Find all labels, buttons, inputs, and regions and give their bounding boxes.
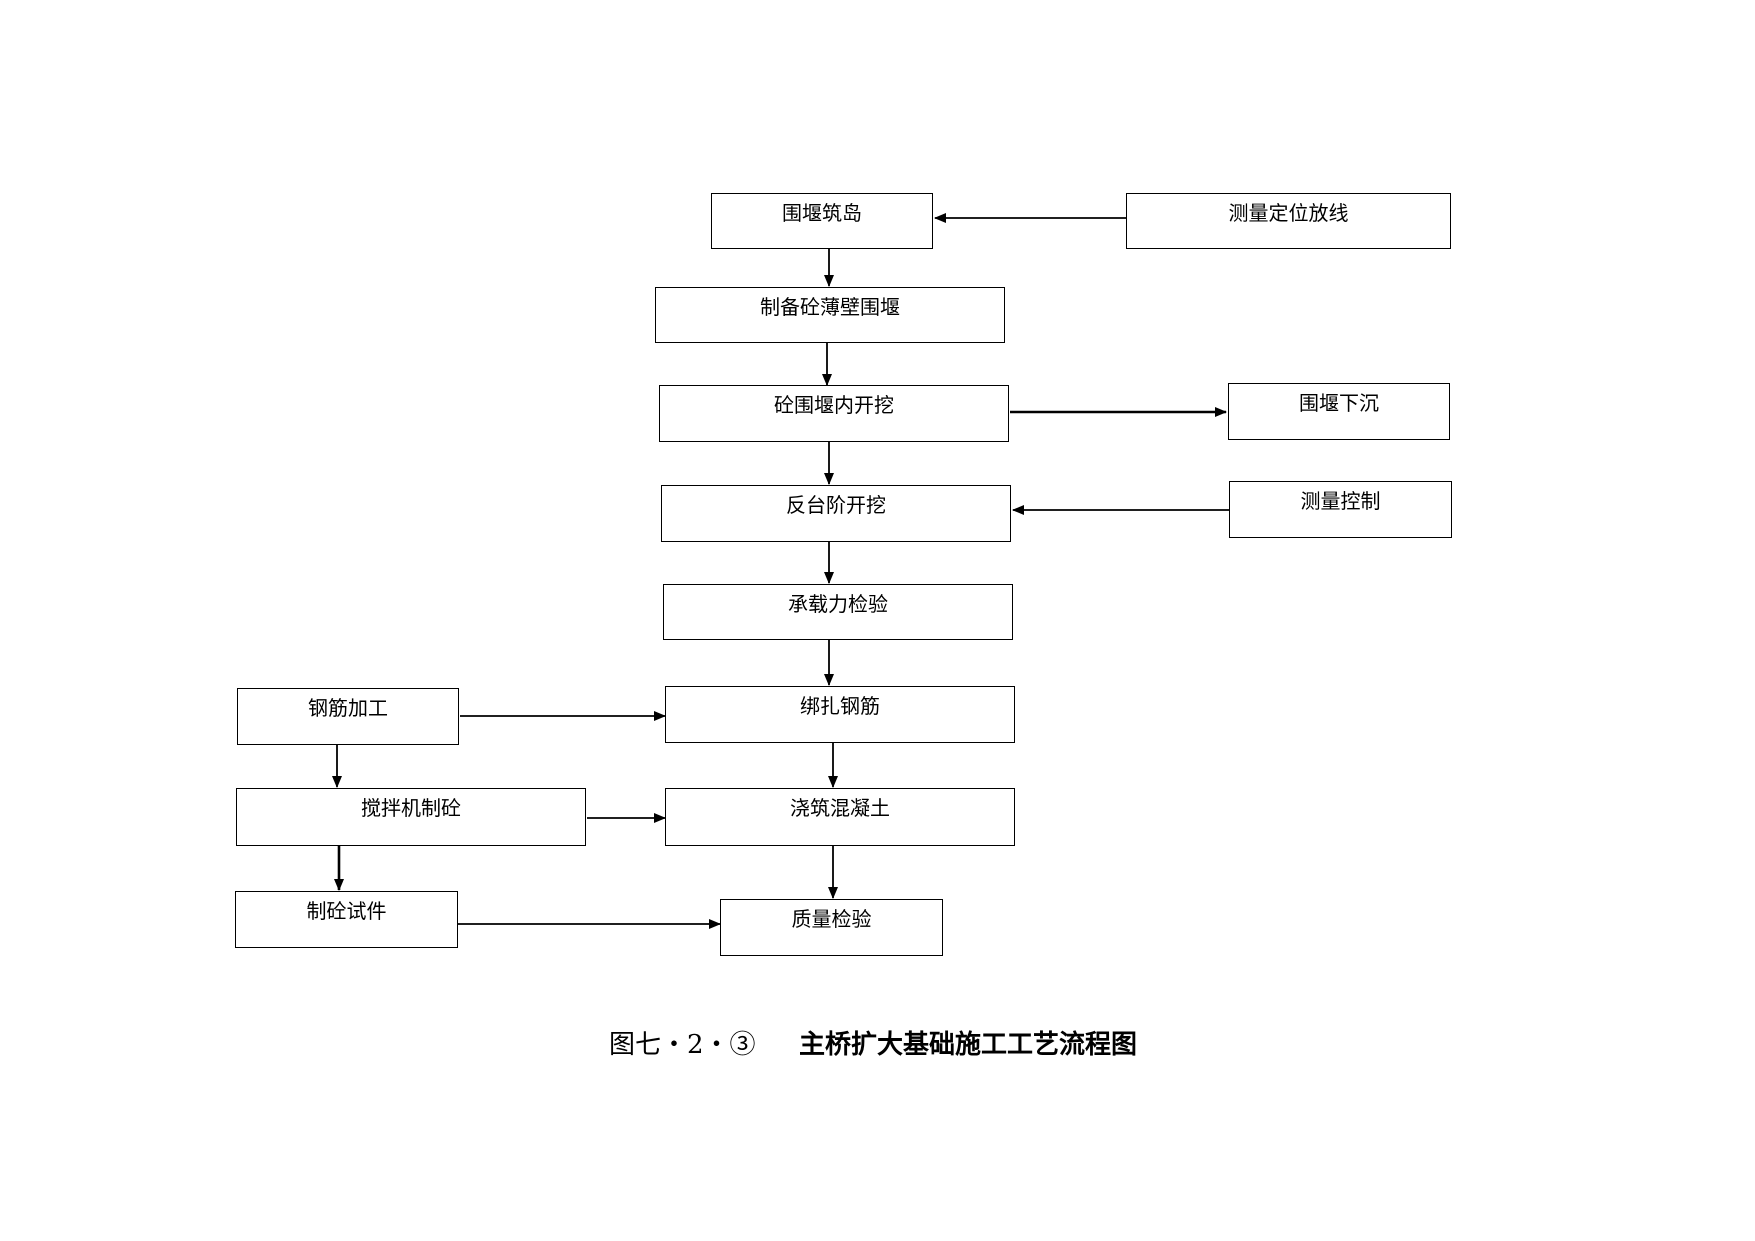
node-celiang-kongzhi: 测量控制 bbox=[1229, 481, 1452, 538]
node-zhibei-tong-bobi-weiyan: 制备砼薄壁围堰 bbox=[655, 287, 1005, 343]
node-gangjin-jiagong: 钢筋加工 bbox=[237, 688, 459, 745]
node-celiang-dingwei-fangxian: 测量定位放线 bbox=[1126, 193, 1451, 249]
node-weiyan-zhudao: 围堰筑岛 bbox=[711, 193, 933, 249]
node-fan-taijie-kaiwa: 反台阶开挖 bbox=[661, 485, 1011, 542]
figure-number: 图七・2・③ bbox=[609, 1030, 756, 1060]
node-bangza-gangjin: 绑扎钢筋 bbox=[665, 686, 1015, 743]
node-jiaobanji-zhitong: 搅拌机制砼 bbox=[236, 788, 586, 846]
node-jiaozhu-hunningtu: 浇筑混凝土 bbox=[665, 788, 1015, 846]
node-chengzaili-jianyan: 承载力检验 bbox=[663, 584, 1013, 640]
node-zhi-tong-shijian: 制砼试件 bbox=[235, 891, 458, 948]
node-weiyan-xiachen: 围堰下沉 bbox=[1228, 383, 1450, 440]
node-zhiliang-jianyan: 质量检验 bbox=[720, 899, 943, 956]
node-tong-weiyan-nei-kaiwa: 砼围堰内开挖 bbox=[659, 385, 1009, 442]
figure-title: 主桥扩大基础施工工艺流程图 bbox=[799, 1030, 1138, 1060]
